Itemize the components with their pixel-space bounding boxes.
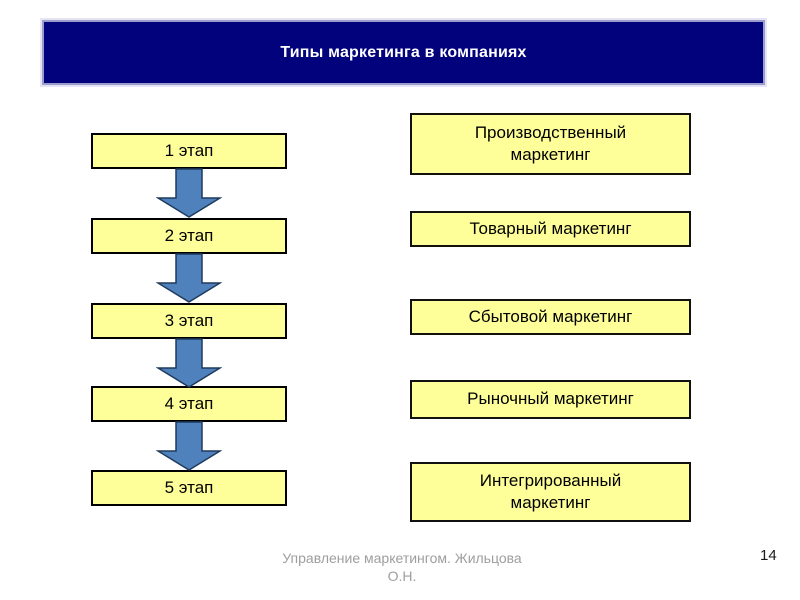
type-label: Интегрированный маркетинг [479,470,622,512]
footer-text: Управление маркетингом. Жильцова О.Н. [282,550,522,585]
stage-label: 5 этап [164,478,214,497]
type-label: Товарный маркетинг [469,218,632,238]
type-box-production-marketing: Производственный маркетинг [410,113,691,175]
type-box-product-marketing: Товарный маркетинг [410,211,691,247]
stage-box-3: 3 этап [91,303,287,339]
down-arrow-icon [156,168,222,218]
stage-box-2: 2 этап [91,218,287,254]
stage-box-1: 1 этап [91,133,287,169]
type-box-sales-marketing: Сбытовой маркетинг [410,299,691,335]
down-arrow-icon [156,338,222,388]
stage-label: 2 этап [164,226,214,245]
type-label: Производственный маркетинг [474,122,627,164]
stage-label: 3 этап [164,311,214,330]
page-number: 14 [760,547,777,564]
title-bar: Типы маркетинга в компаниях [42,20,765,85]
type-label: Сбытовой маркетинг [468,306,633,326]
stage-box-5: 5 этап [91,470,287,506]
type-label: Рыночный маркетинг [467,389,634,409]
slide-title: Типы маркетинга в компаниях [280,43,527,61]
type-box-market-marketing: Рыночный маркетинг [410,380,691,419]
down-arrow-icon [156,253,222,303]
type-box-integrated-marketing: Интегрированный маркетинг [410,462,691,522]
stage-label: 4 этап [164,394,214,413]
down-arrow-icon [156,421,222,471]
stage-label: 1 этап [164,141,214,160]
stage-box-4: 4 этап [91,386,287,422]
